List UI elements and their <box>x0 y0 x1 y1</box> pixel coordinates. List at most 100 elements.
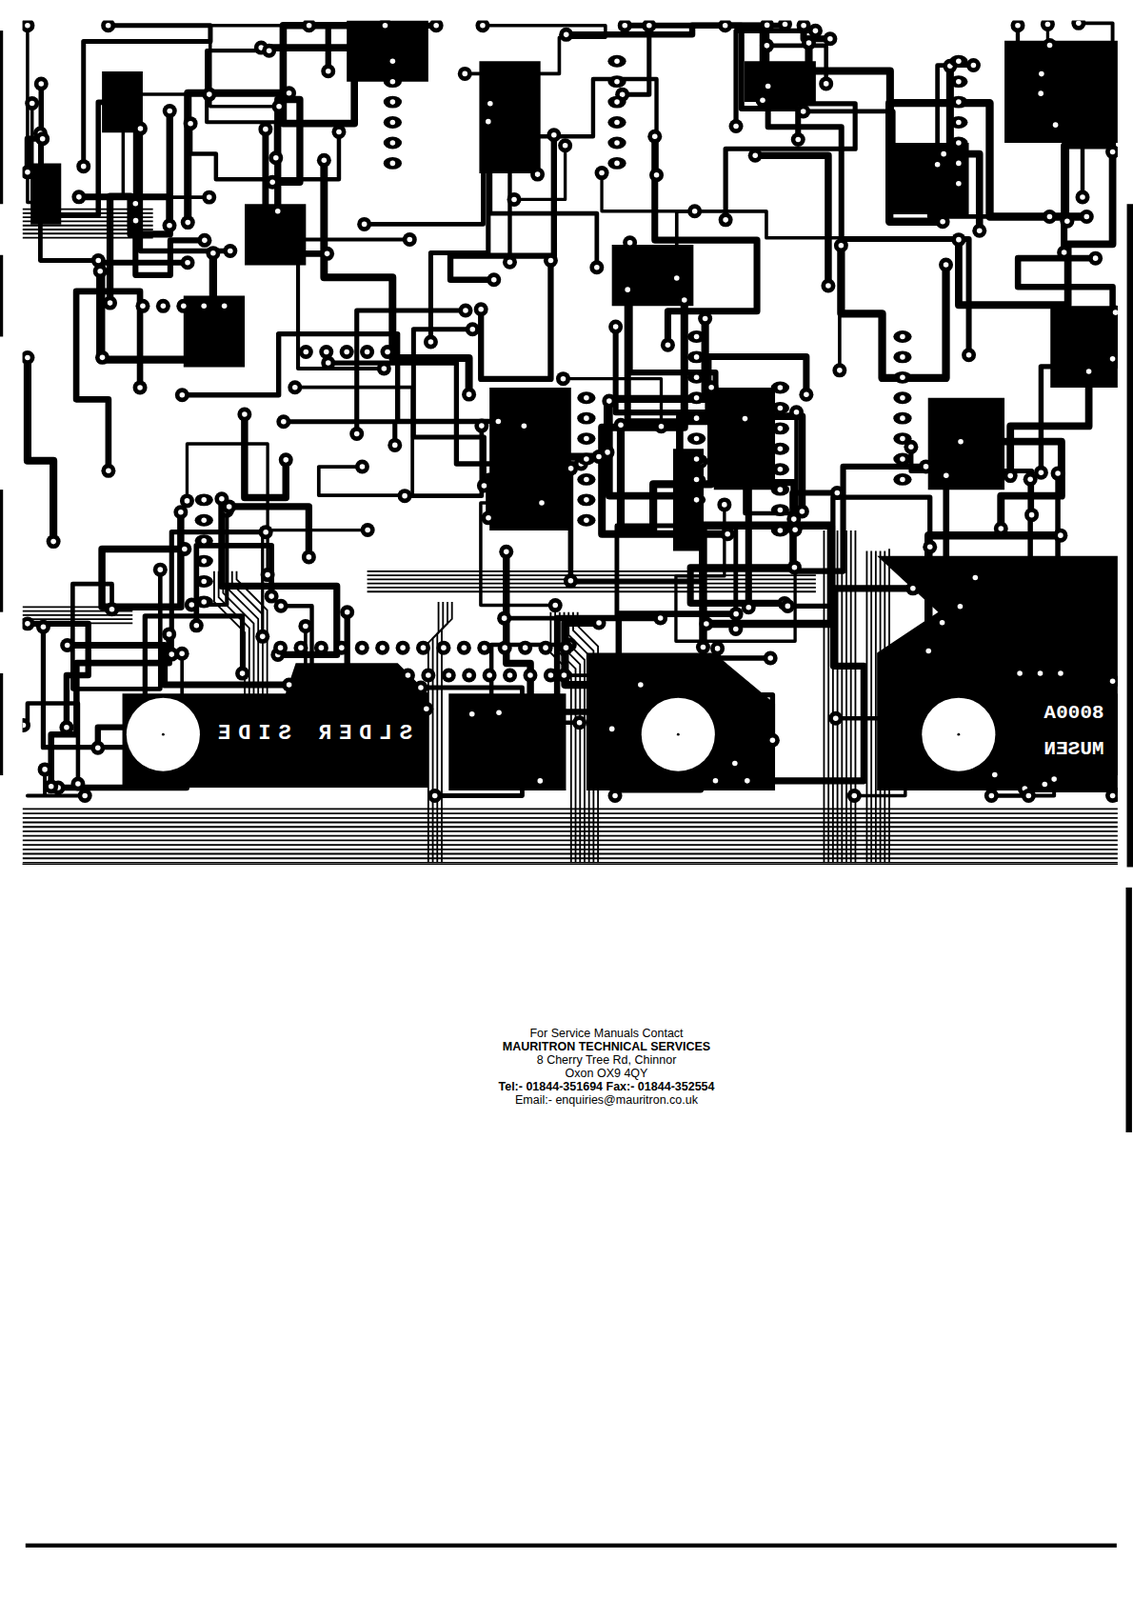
copper-trace <box>480 259 551 379</box>
solder-pad <box>377 19 393 33</box>
solder-pad <box>697 311 713 326</box>
solder-pad <box>383 75 402 88</box>
solder-pad <box>197 233 212 248</box>
solder-pad <box>383 137 402 150</box>
solder-pad <box>276 414 291 429</box>
solder-pad <box>938 468 954 483</box>
solder-pad <box>22 717 31 733</box>
solder-pad <box>436 640 451 656</box>
solder-pad <box>516 418 532 434</box>
solder-pad <box>687 203 702 219</box>
board <box>22 19 1118 863</box>
solder-pad <box>780 598 796 614</box>
solder-pad <box>427 788 442 803</box>
solder-pad <box>416 640 431 656</box>
solder-pad <box>100 463 116 478</box>
solder-pad <box>1079 209 1094 224</box>
solder-pad <box>177 541 192 557</box>
copper-trace <box>323 159 469 395</box>
solder-pad <box>987 767 1002 782</box>
bus-trace <box>836 530 839 863</box>
solder-pad <box>984 788 999 803</box>
solder-pad <box>1088 251 1103 266</box>
bus-trace <box>22 821 1118 824</box>
solder-pad <box>830 485 845 500</box>
solder-pad <box>739 773 755 788</box>
solder-pad <box>576 391 596 404</box>
ground-plane <box>586 653 776 792</box>
solder-pad <box>765 733 780 748</box>
solder-pad <box>676 293 692 308</box>
solder-pad <box>949 75 968 88</box>
solder-pad <box>1056 245 1072 260</box>
solder-pad <box>298 344 314 359</box>
solder-pad <box>355 459 370 475</box>
contact-text: 8 Cherry Tree Rd, Chinnor <box>536 1053 677 1067</box>
solder-pad <box>128 196 143 211</box>
solder-pad <box>687 350 706 363</box>
solder-pad <box>201 190 217 205</box>
solder-pad <box>318 344 334 359</box>
solder-pad <box>153 562 168 577</box>
copper-trace <box>295 387 413 496</box>
edge-mark <box>1126 887 1133 1133</box>
solder-pad <box>400 668 416 683</box>
solder-pad <box>255 629 270 644</box>
solder-pad <box>771 462 790 476</box>
solder-pad <box>482 96 497 111</box>
solder-pad <box>576 432 596 445</box>
solder-pad <box>954 434 969 449</box>
bus-trace <box>22 861 1118 863</box>
edge-mark <box>25 1543 1117 1548</box>
solder-pad <box>607 96 626 109</box>
solder-pad <box>601 394 617 409</box>
ground-plane <box>183 296 245 368</box>
solder-pad <box>496 611 512 626</box>
solder-pad <box>543 253 558 268</box>
solder-pad <box>548 597 563 613</box>
solder-pad <box>771 503 790 517</box>
solder-pad <box>1024 507 1039 522</box>
solder-pad <box>180 255 196 270</box>
solder-pad <box>162 103 178 119</box>
copper-trace <box>27 357 54 542</box>
solder-pad <box>270 203 285 219</box>
solder-pad <box>893 371 912 384</box>
solder-pad <box>161 626 177 641</box>
copper-trace <box>690 567 795 604</box>
solder-pad <box>613 417 628 433</box>
ground-plane <box>489 387 572 531</box>
copper-trace <box>622 25 650 95</box>
solder-pad <box>654 418 669 434</box>
solder-pad <box>502 668 517 683</box>
solder-pad <box>589 259 604 275</box>
solder-pad <box>180 215 196 230</box>
bus-trace <box>22 848 1118 851</box>
copper-trace <box>79 197 170 226</box>
solder-pad <box>832 362 847 378</box>
solder-pad <box>921 643 936 658</box>
solder-pad <box>360 522 376 537</box>
solder-pad <box>771 483 790 497</box>
solder-pad <box>728 621 743 637</box>
solder-pad <box>607 157 626 170</box>
solder-pad <box>293 640 308 656</box>
solder-pad <box>538 640 554 656</box>
solder-pad <box>383 157 402 170</box>
solder-pad <box>1053 528 1068 543</box>
solder-pad <box>687 371 706 384</box>
copper-trace <box>135 203 205 276</box>
solder-pad <box>535 496 550 511</box>
solder-pad <box>133 379 148 395</box>
solder-pad <box>59 637 75 653</box>
solder-pad <box>205 245 220 260</box>
bus-trace <box>22 617 134 620</box>
solder-pad <box>1108 305 1118 320</box>
bus-trace <box>22 812 1118 815</box>
solder-pad <box>687 473 706 486</box>
copper-trace <box>607 318 706 452</box>
ground-plane <box>448 693 566 791</box>
solder-pad <box>396 640 411 656</box>
solder-pad <box>918 458 934 474</box>
solder-pad <box>533 773 548 788</box>
